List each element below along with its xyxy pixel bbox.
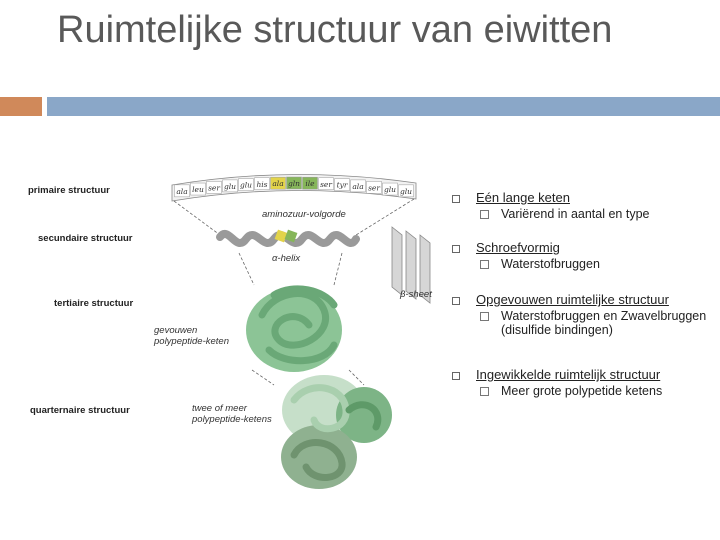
amino-acid-cell bbox=[350, 179, 366, 193]
slide-title: Ruimtelijke structuur van eiwitten bbox=[57, 9, 613, 51]
bullet-label: Eén lange keten bbox=[476, 190, 570, 205]
amino-acid-cell bbox=[334, 178, 350, 191]
sub-bullet-box-icon bbox=[480, 387, 489, 396]
sub-bullet-text: Meer grote polypetide ketens bbox=[501, 384, 663, 398]
amino-acid-cell bbox=[286, 176, 302, 190]
amino-acid-label: ser bbox=[208, 183, 220, 192]
bullet-item: Ingewikkelde ruimtelijk structuur Meer g… bbox=[448, 367, 713, 398]
amino-acid-label: gln bbox=[288, 179, 300, 188]
bullet-box-icon bbox=[452, 297, 460, 305]
sub-bullet: Meer grote polypetide ketens bbox=[476, 384, 713, 398]
amino-acid-label: glu bbox=[224, 182, 236, 191]
amino-acid-cell bbox=[382, 182, 398, 196]
bullet-item: Eén lange keten Variërend in aantal en t… bbox=[448, 190, 713, 221]
amino-acid-label: tyr bbox=[337, 181, 348, 190]
bullet-box-icon bbox=[452, 245, 460, 253]
amino-acid-cell bbox=[254, 177, 270, 191]
amino-acid-cell bbox=[222, 179, 238, 193]
amino-acid-label: ala bbox=[176, 187, 187, 196]
amino-acid-label: leu bbox=[192, 185, 204, 194]
sub-bullet-text: Variërend in aantal en type bbox=[501, 207, 650, 221]
protein-structure-figure: primaire structuur secundaire structuur … bbox=[24, 165, 444, 505]
amino-acid-label: his bbox=[256, 180, 267, 189]
beta-sheet-shape bbox=[391, 226, 431, 304]
amino-acid-label: glu bbox=[400, 187, 412, 196]
sub-bullet: Waterstofbruggen en Zwavelbruggen (disul… bbox=[476, 309, 713, 337]
amino-acid-label: ser bbox=[320, 180, 332, 189]
amino-acid-label: ile bbox=[305, 179, 315, 188]
quaternary-structure-shape bbox=[281, 375, 392, 489]
amino-acid-label: ala bbox=[352, 182, 363, 191]
amino-acid-label: ser bbox=[368, 183, 380, 192]
level-label-quaternary: quarternaire structuur bbox=[30, 405, 130, 416]
amino-acid-label: glu bbox=[240, 181, 252, 190]
bullet-label: Schroefvormig bbox=[476, 240, 560, 255]
amino-acid-cell bbox=[366, 181, 382, 194]
amino-acid-cell bbox=[302, 176, 318, 190]
level-label-secondary: secundaire structuur bbox=[38, 233, 133, 244]
amino-acid-cell bbox=[206, 181, 222, 194]
aminozuur-volgorde-label: aminozuur-volgorde bbox=[262, 209, 346, 220]
amino-acid-cell bbox=[174, 184, 190, 198]
amino-acid-label: glu bbox=[384, 185, 396, 194]
helix-highlight-yellow bbox=[274, 229, 288, 243]
accent-bar-orange bbox=[0, 97, 42, 116]
sub-bullet: Waterstofbruggen bbox=[476, 257, 713, 271]
sub-bullet: Variërend in aantal en type bbox=[476, 207, 713, 221]
sub-bullet-box-icon bbox=[480, 260, 489, 269]
tertiary-structure-shape bbox=[246, 285, 342, 372]
bullet-list: Eén lange keten Variërend in aantal en t… bbox=[448, 190, 713, 398]
two-or-more-chains-label: twee of meer polypeptide-ketens bbox=[192, 403, 272, 425]
bullet-label: Ingewikkelde ruimtelijk structuur bbox=[476, 367, 661, 382]
amino-acid-cell bbox=[238, 178, 254, 191]
sub-bullet-text: Waterstofbruggen en Zwavelbruggen (disul… bbox=[501, 309, 707, 337]
sub-bullet-box-icon bbox=[480, 312, 489, 321]
level-label-tertiary: tertiaire structuur bbox=[54, 298, 134, 309]
amino-acid-cell bbox=[270, 176, 286, 190]
accent-bar-blue bbox=[47, 97, 720, 116]
amino-acid-cell bbox=[190, 182, 206, 196]
alpha-helix-label: α-helix bbox=[272, 253, 301, 264]
bullet-box-icon bbox=[452, 195, 460, 203]
bullet-item: Opgevouwen ruimtelijke structuur Waterst… bbox=[448, 292, 713, 337]
amino-acid-label: ala bbox=[272, 179, 283, 188]
bullet-box-icon bbox=[452, 372, 460, 380]
sub-bullet-box-icon bbox=[480, 210, 489, 219]
sub-bullet-text: Waterstofbruggen bbox=[501, 257, 600, 271]
beta-sheet-label: β-sheet bbox=[400, 289, 432, 300]
amino-acid-cell bbox=[318, 177, 334, 191]
helix-highlight-green bbox=[284, 229, 298, 243]
bullet-label: Opgevouwen ruimtelijke structuur bbox=[476, 292, 669, 307]
bullet-item: Schroefvormig Waterstofbruggen bbox=[448, 240, 713, 271]
level-label-primary: primaire structuur bbox=[28, 185, 110, 196]
amino-acid-cell bbox=[398, 184, 414, 198]
folded-chain-label: gevouwen polypeptide-keten bbox=[154, 325, 229, 347]
